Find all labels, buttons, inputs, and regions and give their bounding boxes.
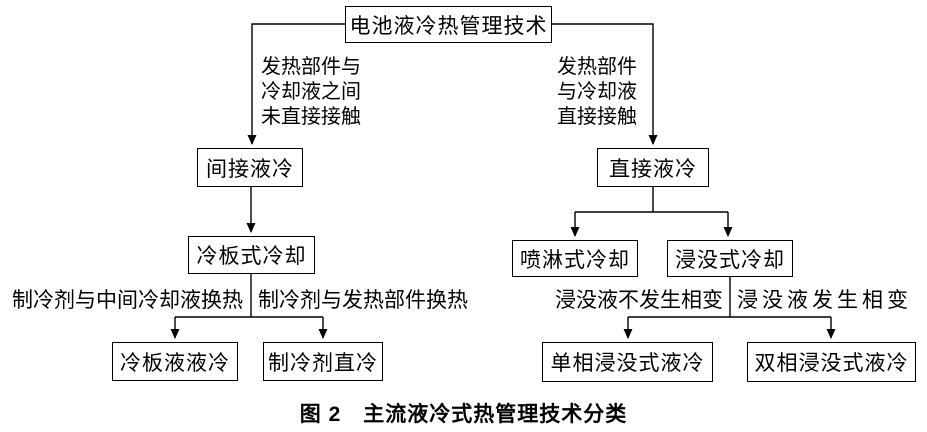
edge-label-immersion-to-single-phase: 浸没液不发生相变	[555, 288, 723, 312]
node-root: 电池液冷热管理技术	[345, 6, 552, 43]
node-refrigerant-direct-cooling: 制冷剂直冷	[263, 342, 383, 381]
node-immersion-cooling: 浸没式冷却	[667, 240, 793, 277]
node-single-phase-immersion: 单相浸没式液冷	[542, 342, 713, 382]
node-direct-liquid-cooling: 直接液冷	[597, 148, 709, 187]
node-two-phase-immersion: 双相浸没式液冷	[747, 342, 916, 382]
edge-label-immersion-to-two-phase: 浸没液发生相变	[737, 288, 912, 312]
figure-caption: 图 2 主流液冷式热管理技术分类	[299, 403, 628, 426]
node-spray-cooling: 喷淋式冷却	[512, 240, 638, 277]
node-indirect-liquid-cooling: 间接液冷	[197, 148, 303, 187]
node-cold-plate-cooling: 冷板式冷却	[188, 236, 315, 274]
edge-label-root-to-direct: 发热部件 与冷却液 直接接触	[557, 54, 637, 128]
edge-label-cold-plate-to-liquid: 制冷剂与中间冷却液换热	[12, 288, 243, 312]
node-cold-plate-liquid-liquid: 冷板液液冷	[112, 342, 238, 381]
edge-label-root-to-indirect: 发热部件与 冷却液之间 未直接接触	[261, 54, 361, 128]
edge-label-cold-plate-to-refrigerant: 制冷剂与发热部件换热	[258, 288, 468, 312]
